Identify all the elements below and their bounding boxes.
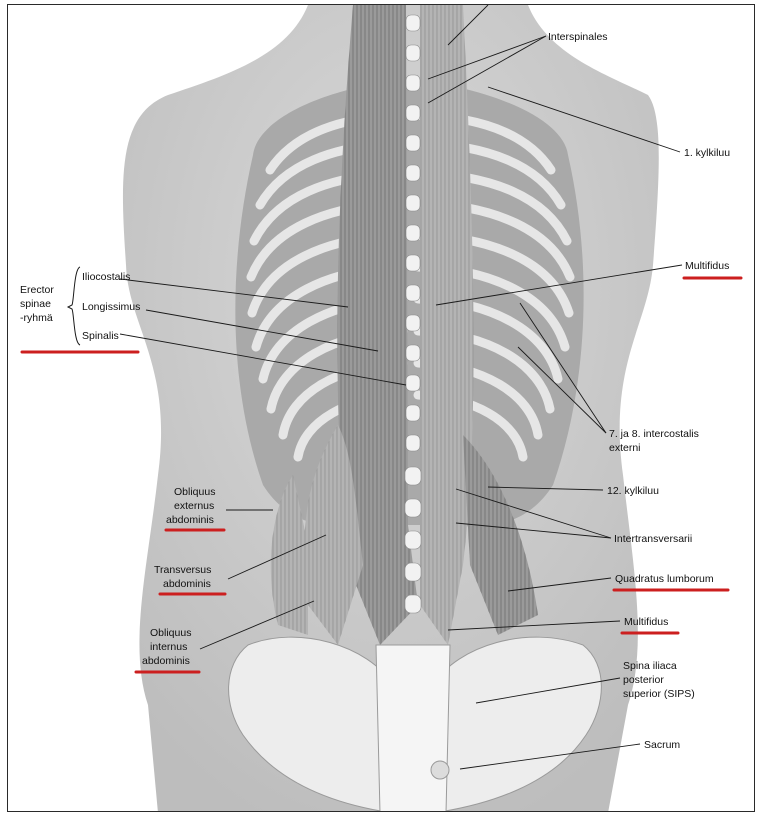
- label-sips-2: posterior: [623, 674, 664, 686]
- label-multifidus-upper: Multifidus: [685, 260, 729, 272]
- label-erector-1: Erector: [20, 284, 54, 296]
- label-intercostalis-2: externi: [609, 442, 641, 454]
- label-rib-12: 12. kylkiluu: [607, 485, 659, 497]
- figure-frame: Interspinales 1. kylkiluu Multifidus 7. …: [7, 4, 755, 812]
- label-erector-2: spinae: [20, 298, 51, 310]
- label-transversus-2: abdominis: [163, 578, 211, 590]
- label-spinalis: Spinalis: [82, 330, 119, 342]
- label-interspinales: Interspinales: [548, 31, 608, 43]
- label-obl-ext-2: externus: [174, 500, 214, 512]
- label-erector-3: -ryhmä: [20, 312, 53, 324]
- label-intertransversarii: Intertransversarii: [614, 533, 692, 545]
- label-sips-1: Spina iliaca: [623, 660, 677, 672]
- label-obl-ext-1: Obliquus: [174, 486, 215, 498]
- label-iliocostalis: Iliocostalis: [82, 271, 130, 283]
- label-obl-ext-3: abdominis: [166, 514, 214, 526]
- label-quadratus-lumborum: Quadratus lumborum: [615, 573, 714, 585]
- label-obl-int-1: Obliquus: [150, 627, 191, 639]
- label-longissimus: Longissimus: [82, 301, 140, 313]
- erector-bracket: [68, 267, 80, 345]
- label-obl-int-3: abdominis: [142, 655, 190, 667]
- label-sips-3: superior (SIPS): [623, 688, 695, 700]
- label-intercostalis-1: 7. ja 8. intercostalis: [609, 428, 699, 440]
- label-transversus-1: Transversus: [154, 564, 211, 576]
- label-multifidus-lower: Multifidus: [624, 616, 668, 628]
- label-obl-int-2: internus: [150, 641, 187, 653]
- anatomy-illustration: Interspinales 1. kylkiluu Multifidus 7. …: [8, 5, 755, 812]
- label-rib-1: 1. kylkiluu: [684, 147, 730, 159]
- label-sacrum: Sacrum: [644, 739, 680, 751]
